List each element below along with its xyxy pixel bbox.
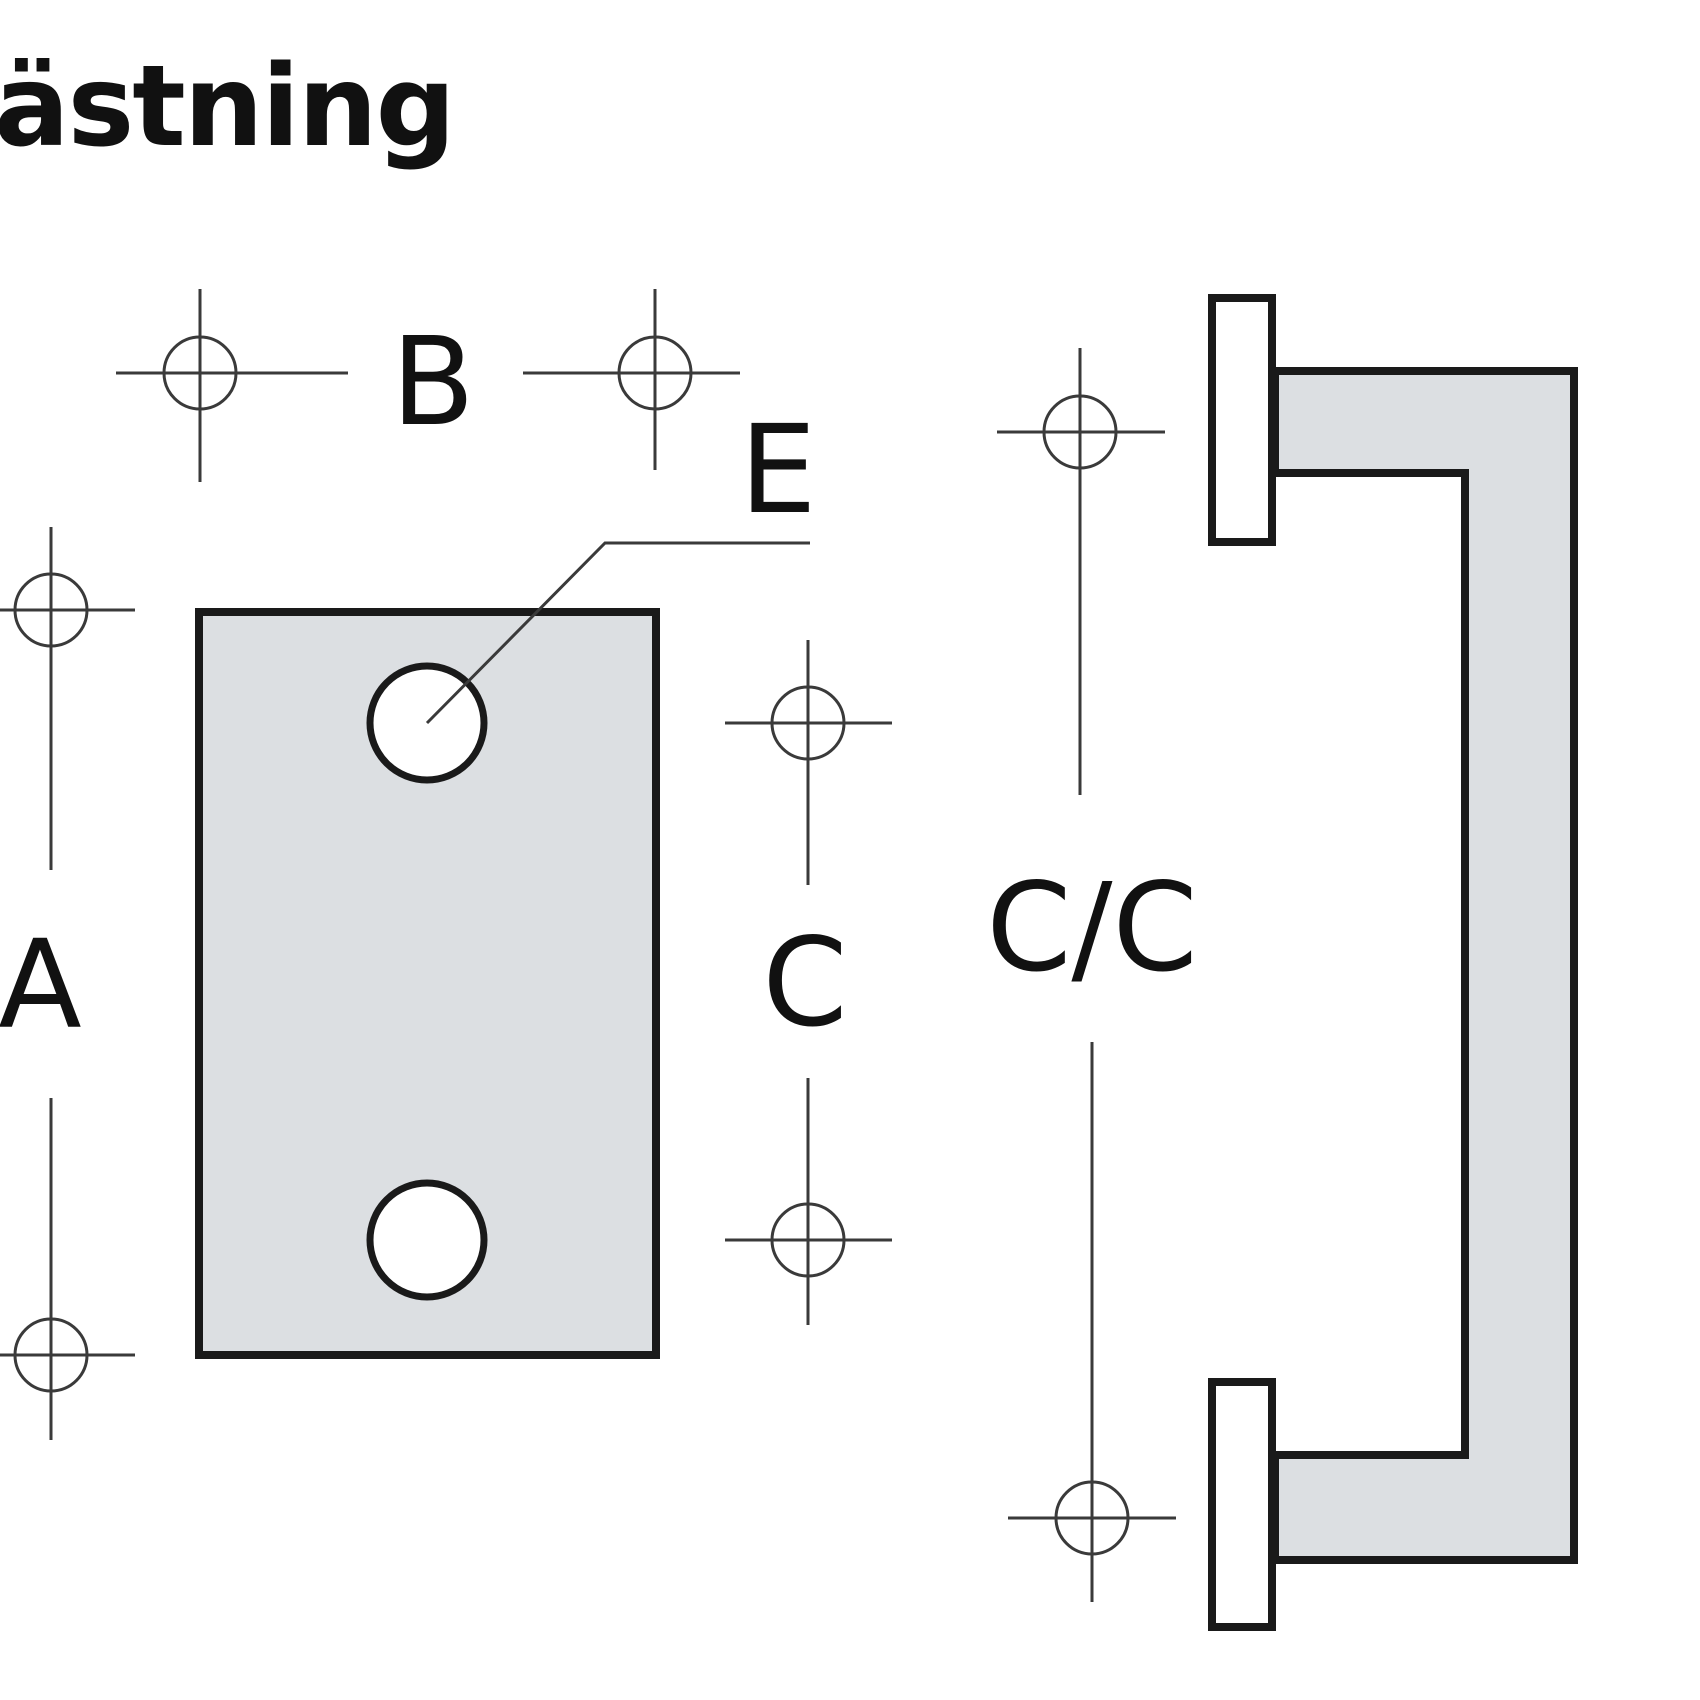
cc-marker-top	[997, 348, 1165, 795]
page-title: ästning	[0, 42, 456, 172]
dimension-label-c: C	[762, 912, 847, 1054]
c-marker-bottom	[725, 1078, 892, 1325]
e-leader-line	[425, 541, 810, 725]
cc-marker-bottom	[1008, 1042, 1176, 1602]
a-marker-bottom	[0, 1098, 135, 1440]
c-marker-top	[725, 640, 892, 885]
b-marker-left	[116, 289, 348, 482]
dimension-label-e: E	[739, 399, 816, 541]
handle-side-view	[1208, 294, 1578, 1631]
a-marker-top	[0, 527, 135, 870]
handle-grip	[1271, 367, 1578, 1564]
plate-hole-bottom	[366, 1179, 488, 1301]
mounting-plate	[195, 608, 660, 1359]
handle-mount-bottom	[1208, 1378, 1276, 1631]
b-marker-right	[523, 289, 740, 470]
handle-mount-top	[1208, 294, 1276, 546]
dimension-label-b: B	[391, 311, 475, 453]
dimension-label-cc: C/C	[986, 857, 1197, 999]
dimension-label-a: A	[0, 914, 82, 1056]
